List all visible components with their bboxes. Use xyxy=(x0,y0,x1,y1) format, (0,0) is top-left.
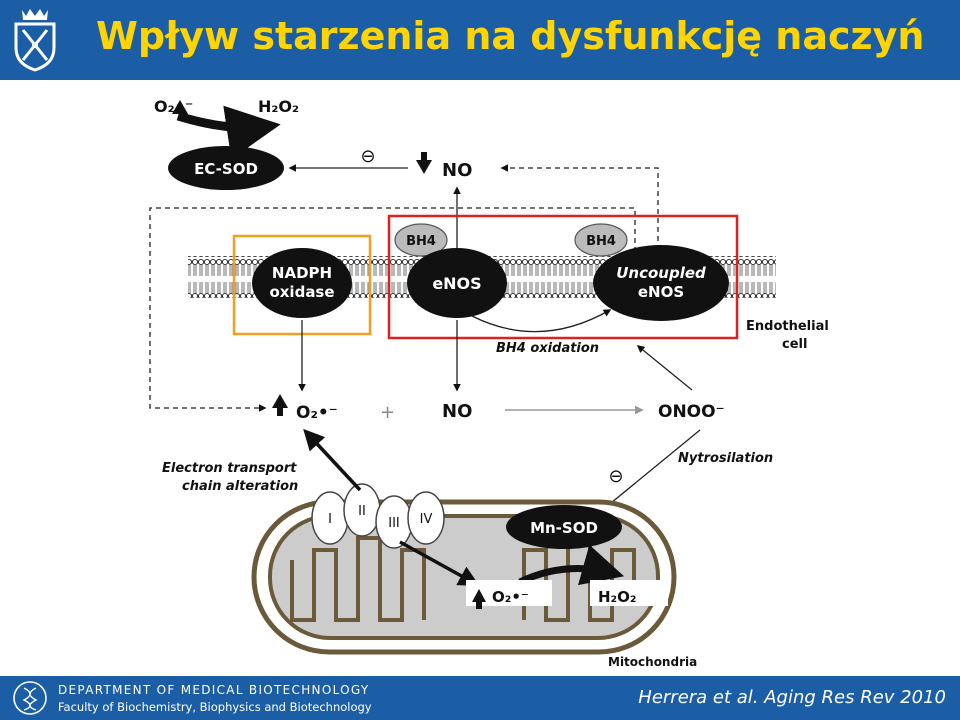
superoxide-top: O₂•⁻ xyxy=(154,97,193,116)
complex-3-label: III xyxy=(388,516,400,531)
complex-4-node xyxy=(407,491,445,545)
electron-label-2: chain alteration xyxy=(182,479,298,494)
no-mid: NO xyxy=(442,401,472,422)
mn-sod-label: Mn-SOD xyxy=(530,519,598,537)
enos-node xyxy=(407,248,507,318)
dashed-feedback-left xyxy=(149,207,368,412)
arrow-onoo-to-mnsod xyxy=(598,429,701,513)
arrow-complex-to-superoxide-mito xyxy=(399,540,480,587)
nadph-label-1: NADPH xyxy=(272,264,332,282)
uncoupled-label-2: eNOS xyxy=(638,283,684,301)
endothelial-label-1: Endothelial xyxy=(746,319,829,334)
enos-label: eNOS xyxy=(432,274,481,293)
h2o2-top: H₂O₂ xyxy=(258,97,299,116)
dna-emblem-icon xyxy=(13,681,47,715)
bh4-left-label: BH4 xyxy=(406,234,436,249)
citation: Herrera et al. Aging Res Rev 2010 xyxy=(638,687,946,708)
inhibit-symbol-top: ⊖ xyxy=(360,146,375,167)
university-crest-icon xyxy=(14,9,56,72)
mitochondria-label: Mitochondria xyxy=(608,655,697,669)
plus-sign: + xyxy=(380,402,395,423)
page-title: Wpływ starzenia na dysfunkcję naczyń xyxy=(96,14,925,58)
curved-arrow-mnsod xyxy=(518,544,625,586)
faculty-name: Faculty of Biochemistry, Biophysics and … xyxy=(58,700,372,714)
complex-2-label: II xyxy=(358,504,366,519)
footer-bar: DEPARTMENT OF MEDICAL BIOTECHNOLOGY Facu… xyxy=(0,676,960,720)
vascular-dysfunction-diagram: EC-SOD O₂•⁻ H₂O₂ ⊖ NO BH4 BH4 NADPH oxid… xyxy=(149,97,829,669)
curved-arrow-ecsod xyxy=(176,105,281,160)
electron-label-1: Electron transport xyxy=(162,461,297,476)
enos-highlight-box xyxy=(387,214,739,340)
h2o2-mito: H₂O₂ xyxy=(598,588,636,606)
complex-1-label: I xyxy=(328,512,332,527)
header-bar: Wpływ starzenia na dysfunkcję naczyń xyxy=(0,0,960,80)
inhibit-symbol-mid: ⊖ xyxy=(608,466,623,487)
bh4-oxidation-label: BH4 oxidation xyxy=(496,341,599,356)
nadph-label-2: oxidase xyxy=(269,283,334,301)
endothelial-label-2: cell xyxy=(782,337,807,352)
bh4-right-label: BH4 xyxy=(586,234,616,249)
dashed-feedback-right xyxy=(500,164,659,250)
department-name: DEPARTMENT OF MEDICAL BIOTECHNOLOGY xyxy=(58,683,370,697)
nytrosilation-label: Nytrosilation xyxy=(678,451,773,466)
bh4-right-node xyxy=(574,223,628,257)
ec-sod-label: EC-SOD xyxy=(194,160,258,178)
complex-4-label: IV xyxy=(420,512,433,527)
bh4-left-node xyxy=(394,223,448,257)
nadph-oxidase-node xyxy=(252,248,352,318)
onoo-label: ONOO⁻ xyxy=(658,402,725,422)
no-top: NO xyxy=(442,160,472,181)
uncoupled-enos-node xyxy=(593,245,729,321)
bh4-oxidation-arrow xyxy=(471,309,612,333)
mn-sod-node xyxy=(506,505,622,549)
superoxide-mito: O₂•⁻ xyxy=(492,588,529,606)
superoxide-mid: O₂•⁻ xyxy=(296,403,338,423)
arrow-onoo-to-uncoupled xyxy=(636,345,693,391)
uncoupled-label-1: Uncoupled xyxy=(616,264,706,282)
arrow-complex-to-superoxide-mid xyxy=(303,428,362,492)
